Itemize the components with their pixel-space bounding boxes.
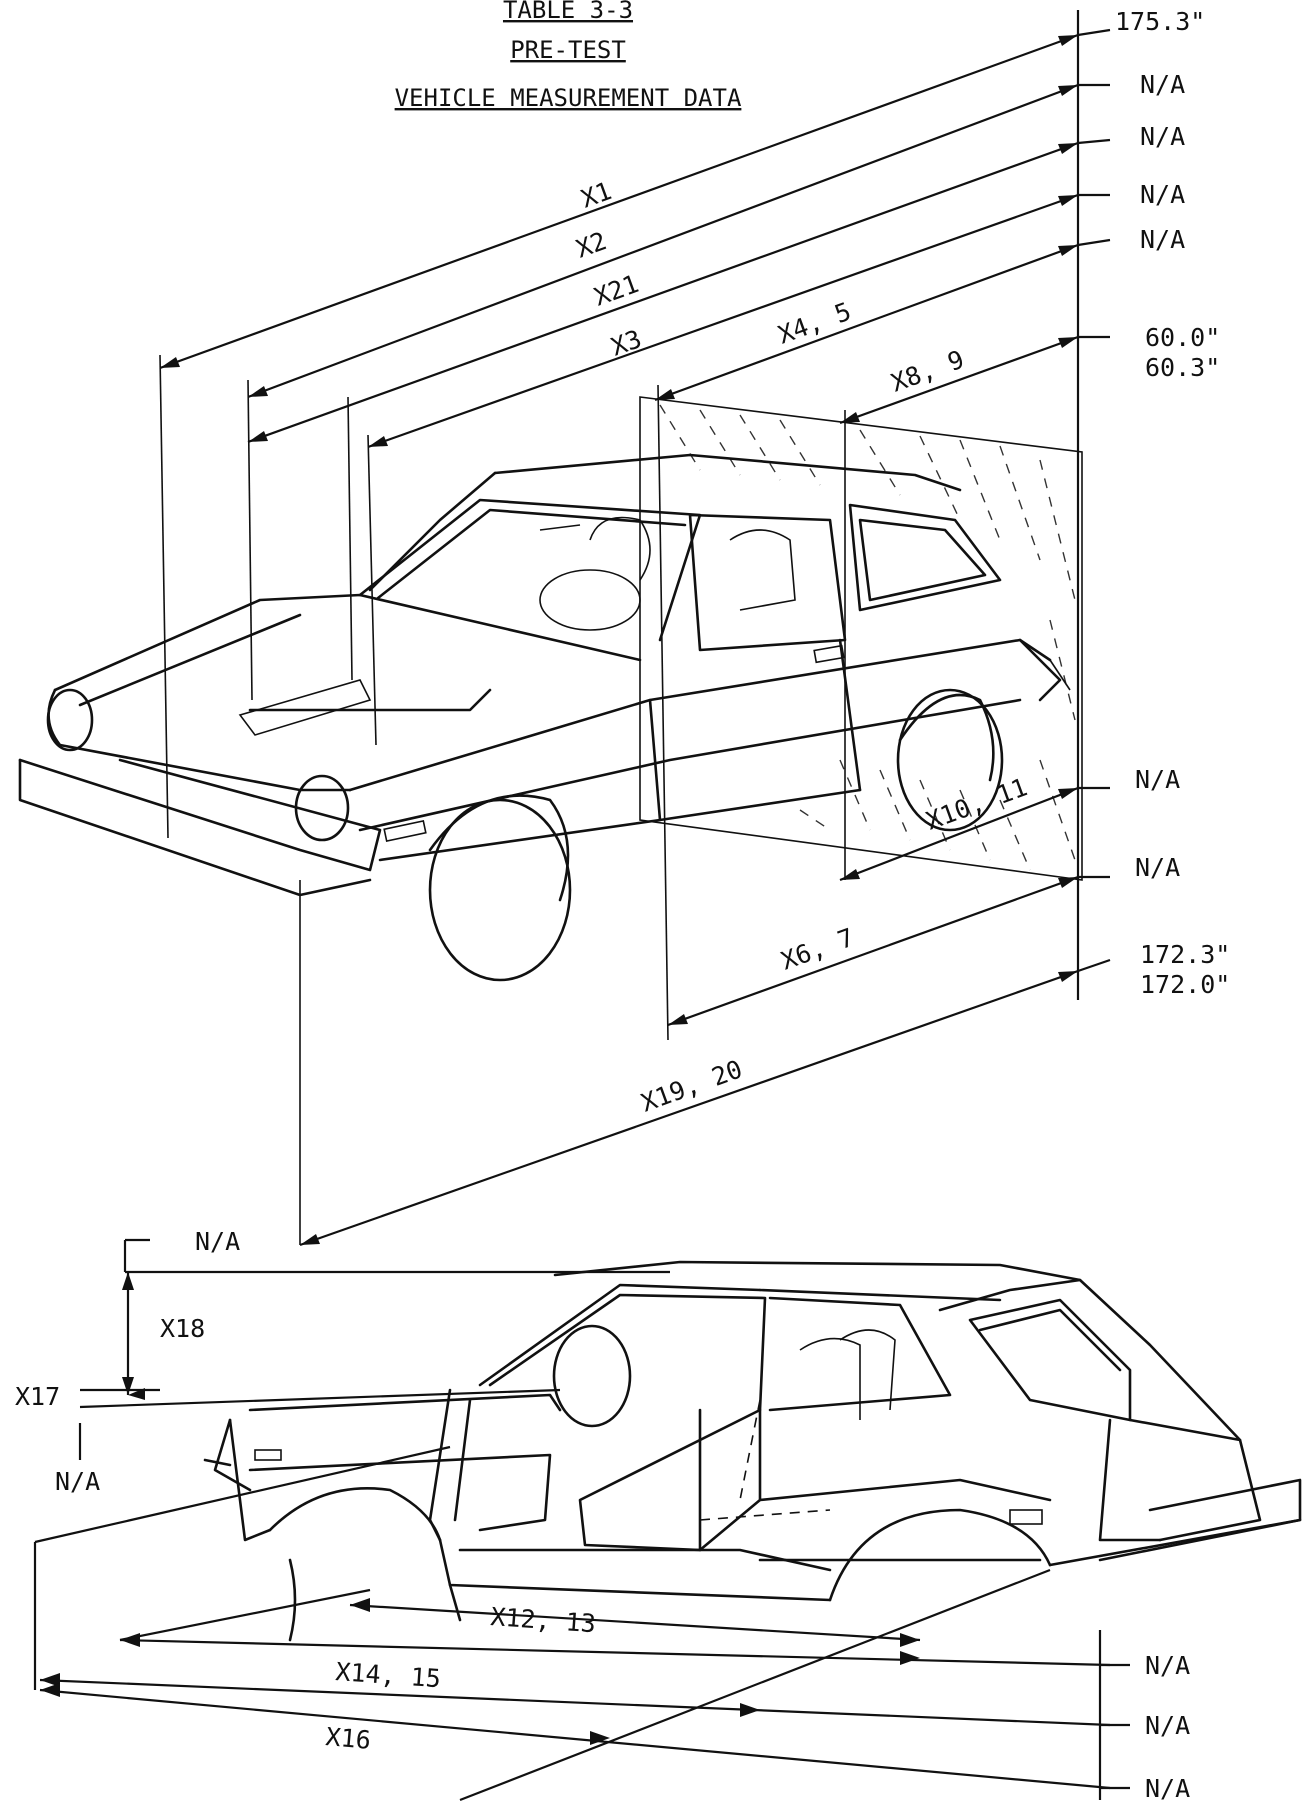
label-x6-7: X6, 7 — [777, 923, 858, 976]
label-x21: X21 — [590, 269, 642, 312]
value-x21: N/A — [1140, 122, 1185, 151]
label-x3: X3 — [607, 324, 645, 362]
label-x14-15: X14, 15 — [335, 1657, 442, 1693]
label-x2: X2 — [572, 226, 610, 264]
title-vehicle-measurement: VEHICLE MEASUREMENT DATA — [395, 84, 742, 112]
car-top-view — [18, 453, 1071, 982]
value-x10: N/A — [1135, 765, 1180, 794]
label-x12-13: X12, 13 — [490, 1602, 597, 1638]
value-x4-5: N/A — [1140, 225, 1185, 254]
label-x17: X17 — [15, 1382, 60, 1411]
car-side-view — [203, 1260, 1302, 1642]
value-x17: N/A — [55, 1467, 100, 1496]
title-table-number: TABLE 3-3 — [503, 0, 633, 24]
value-x3: N/A — [1140, 180, 1185, 209]
value-x14-15: N/A — [1145, 1711, 1190, 1740]
value-x16: N/A — [1145, 1774, 1190, 1803]
reference-plane — [639, 396, 1083, 881]
value-x9: 60.3" — [1145, 353, 1220, 382]
value-x8: 60.0" — [1145, 323, 1220, 352]
value-x2: N/A — [1140, 70, 1185, 99]
value-x7: 172.0" — [1140, 970, 1230, 999]
arrowheads-top — [160, 35, 1078, 1245]
label-x16: X16 — [324, 1722, 372, 1755]
title-block: TABLE 3-3 PRE-TEST VEHICLE MEASUREMENT D… — [395, 0, 742, 112]
label-x1: X1 — [577, 176, 615, 214]
value-x6: 172.3" — [1140, 940, 1230, 969]
floor-dimensions — [33, 1445, 1130, 1802]
value-x11: N/A — [1135, 853, 1180, 882]
dimension-labels-bottom: X18 X17 X12, 13 X14, 15 X16 — [15, 1314, 597, 1755]
label-x8-9: X8, 9 — [887, 345, 968, 398]
values-bottom: N/A N/A N/A N/A N/A — [55, 1227, 1190, 1803]
value-x1: 175.3" — [1115, 7, 1205, 36]
value-x18: N/A — [195, 1227, 240, 1256]
values-top: 175.3" N/A N/A N/A N/A 60.0" 60.3" N/A N… — [1115, 7, 1230, 999]
rear-reference-line — [1076, 10, 1111, 1000]
value-x12-13: N/A — [1145, 1651, 1190, 1680]
dimension-lines-top — [159, 33, 1079, 1247]
label-x18: X18 — [160, 1314, 205, 1343]
title-pre-test: PRE-TEST — [510, 36, 626, 64]
